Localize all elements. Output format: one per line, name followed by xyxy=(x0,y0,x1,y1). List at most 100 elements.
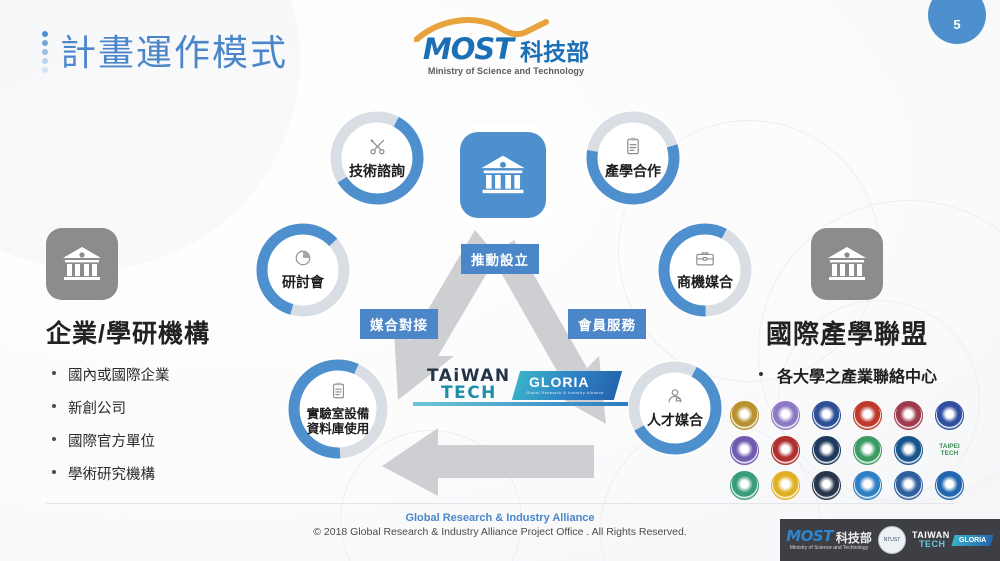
node-label-line2: 資料庫使用 xyxy=(306,421,370,436)
university-seal-18 xyxy=(931,469,969,501)
node-label-line1: 實驗室設備 xyxy=(306,406,370,421)
university-seal-3-mark xyxy=(812,400,841,430)
list-item: 國際官方單位 xyxy=(46,430,276,451)
title-dots-decoration xyxy=(42,27,48,73)
university-logo-grid: TAIPEI TECH xyxy=(722,399,972,501)
bank-institution-icon xyxy=(811,228,883,300)
page-number: 5 xyxy=(953,17,961,32)
footer-most-logo: MOST 科技部 Ministry of Science and Technol… xyxy=(786,527,872,552)
node-label: 研討會 xyxy=(282,274,324,291)
university-seal-2-mark xyxy=(771,400,800,430)
university-seal-4-mark xyxy=(853,400,882,430)
node-lab-database[interactable]: 實驗室設備 資料庫使用 xyxy=(287,358,389,460)
gloria-banner-subtitle: Global Research & Industry Alliance xyxy=(525,389,604,395)
page-title-text: 計畫運作模式 xyxy=(60,33,289,74)
footer-most-chinese: 科技部 xyxy=(835,531,872,545)
list-item: 國內或國際企業 xyxy=(46,364,276,385)
university-seal-17 xyxy=(890,469,928,501)
center-diagram: 推動設立 技術諮詢 xyxy=(242,100,762,500)
most-wordmark: MOST xyxy=(422,32,514,66)
university-seal-9 xyxy=(808,434,846,466)
university-seal-17-mark xyxy=(894,470,923,500)
university-seal-12-label: TAIPEI TECH xyxy=(939,442,960,457)
university-seal-16-mark xyxy=(853,470,882,500)
most-chinese-name: 科技部 xyxy=(520,39,590,65)
left-panel-title: 企業/學研機構 xyxy=(46,320,210,348)
gloria-banner: GLORIA Global Research & Industry Allian… xyxy=(511,370,622,400)
footer-gloria-logo: TAIWAN TECH GLORIA xyxy=(911,530,994,549)
university-seal-11-mark xyxy=(894,435,923,465)
footer-most-subtitle: Ministry of Science and Technology xyxy=(789,545,869,551)
university-seal-13-mark xyxy=(730,470,759,500)
ntust-seal-icon: NTUST xyxy=(877,526,906,554)
ntust-seal-text: NTUST xyxy=(883,537,901,543)
hub-node[interactable] xyxy=(460,132,546,218)
person-icon xyxy=(666,387,684,410)
bank-institution-icon xyxy=(46,228,118,300)
university-seal-12: TAIPEI TECH xyxy=(931,434,969,466)
node-label: 人才媒合 xyxy=(647,412,703,429)
node-business-matching[interactable]: 商機媒合 xyxy=(657,222,753,318)
university-seal-15-mark xyxy=(812,470,841,500)
university-seal-11 xyxy=(890,434,928,466)
university-seal-3 xyxy=(808,399,846,431)
taiwan-tech-line2: TECH xyxy=(441,383,497,403)
hub-label: 推動設立 xyxy=(461,244,539,274)
university-seal-8-mark xyxy=(771,435,800,465)
right-panel: 國際產學聯盟 各大學之產業聯絡中心 TAIPEI TECH xyxy=(722,228,972,501)
clipboard-icon xyxy=(331,382,346,405)
university-seal-4 xyxy=(849,399,887,431)
footer-taiwan-tech-line2: TECH xyxy=(918,539,946,549)
university-seal-9-mark xyxy=(812,435,841,465)
node-label: 技術諮詢 xyxy=(349,162,405,179)
university-seal-5 xyxy=(890,399,928,431)
list-item: 學術研究機構 xyxy=(46,463,276,484)
node-label: 產學合作 xyxy=(605,162,661,179)
node-label: 商機媒合 xyxy=(677,273,733,290)
university-seal-18-mark xyxy=(935,470,964,500)
university-seal-1 xyxy=(726,399,764,431)
node-label: 實驗室設備 資料庫使用 xyxy=(307,407,370,437)
university-seal-14 xyxy=(767,469,805,501)
university-seal-1-mark xyxy=(730,400,759,430)
university-seal-5-mark xyxy=(894,400,923,430)
footer-gloria-banner: GLORIA xyxy=(951,534,994,546)
node-industry-academia[interactable]: 產學合作 xyxy=(585,110,681,206)
university-seal-8 xyxy=(767,434,805,466)
bank-institution-icon xyxy=(481,155,525,194)
right-panel-bullet: 各大學之產業聯絡中心 xyxy=(757,363,937,387)
taiwan-tech-wordmark: TAiWAN TECH xyxy=(427,368,511,402)
university-seal-7 xyxy=(726,434,764,466)
footer-gloria-text: GLORIA xyxy=(958,536,986,544)
gloria-banner-title: GLORIA xyxy=(528,373,590,390)
university-seal-13 xyxy=(726,469,764,501)
footer-most-wordmark: MOST xyxy=(786,527,833,545)
footer: Global Research & Industry Alliance © 20… xyxy=(0,512,1000,538)
gloria-underline xyxy=(413,402,628,406)
university-seal-2 xyxy=(767,399,805,431)
page-title: 計畫運作模式 xyxy=(42,24,288,76)
page-number-badge: 5 xyxy=(928,0,986,44)
node-talent-matching[interactable]: 人才媒合 xyxy=(627,360,723,456)
university-seal-6 xyxy=(931,399,969,431)
most-subtitle: Ministry of Science and Technology xyxy=(427,66,585,76)
university-seal-15 xyxy=(808,469,846,501)
node-tech-consulting[interactable]: 技術諮詢 xyxy=(329,110,425,206)
footer-logo-bar: MOST 科技部 Ministry of Science and Technol… xyxy=(780,519,1000,561)
clipboard-icon xyxy=(625,137,641,161)
footer-org-name: Global Research & Industry Alliance xyxy=(405,512,595,524)
university-seal-6-mark xyxy=(935,400,964,430)
pie-chart-icon xyxy=(294,249,312,272)
most-logo: MOST 科技部 Ministry of Science and Technol… xyxy=(408,17,604,76)
footer-taiwan-tech-line1: TAIWAN xyxy=(911,530,950,540)
left-panel-bullets: 國內或國際企業 新創公司 國際官方單位 學術研究機構 xyxy=(46,364,276,484)
briefcase-icon xyxy=(695,250,715,272)
footer-copyright: © 2018 Global Research & Industry Allian… xyxy=(313,526,687,538)
most-swoosh-icon xyxy=(414,16,564,42)
tools-icon xyxy=(368,137,387,161)
footer-divider xyxy=(46,503,954,504)
university-seal-16 xyxy=(849,469,887,501)
university-seal-7-mark xyxy=(730,435,759,465)
left-panel: 企業/學研機構 國內或國際企業 新創公司 國際官方單位 學術研究機構 xyxy=(46,228,276,500)
